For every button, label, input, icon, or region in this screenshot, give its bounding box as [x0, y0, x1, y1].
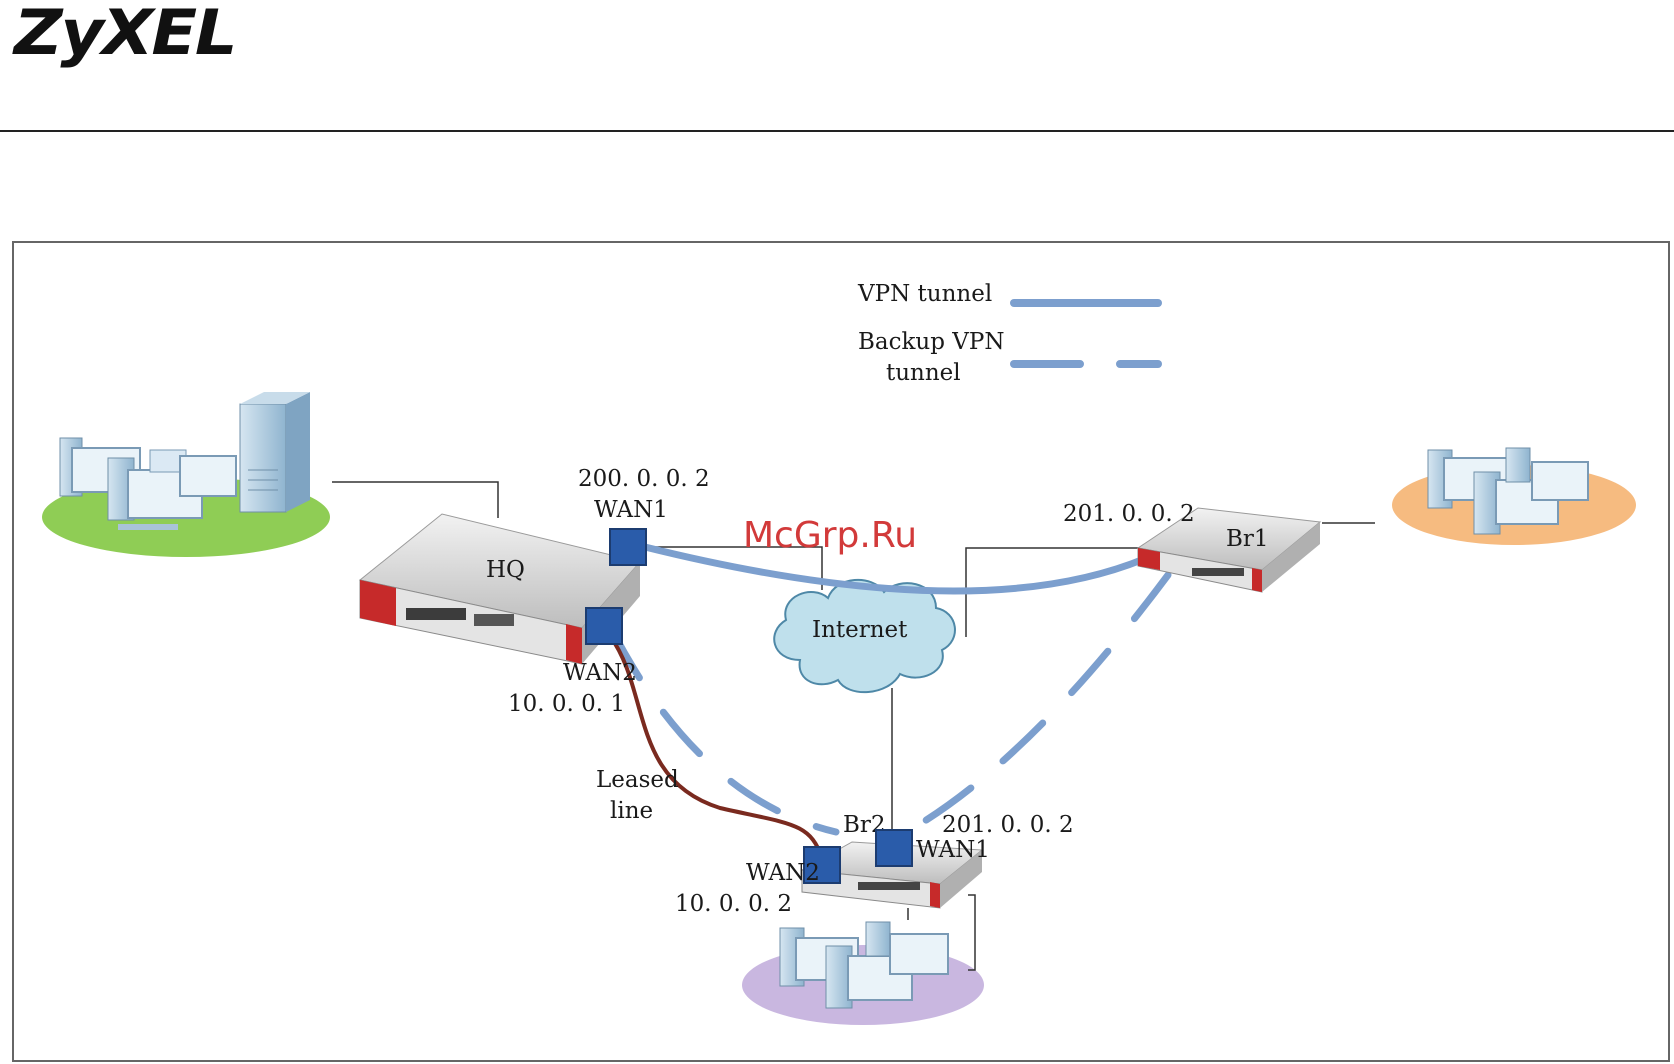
- hq-wan2-label: WAN2: [563, 660, 637, 686]
- hq-wan2-port: [586, 608, 622, 644]
- hq-wan1-label: WAN1: [594, 497, 668, 523]
- br2-wan2-ip-label: 10. 0. 0. 2: [675, 891, 792, 917]
- br2-wan1-label: WAN1: [916, 837, 990, 863]
- br1-label: Br1: [1226, 526, 1269, 552]
- legend: VPN tunnel Backup VPN tunnel: [857, 281, 1158, 386]
- internet-label: Internet: [812, 617, 908, 643]
- br1-ip-label: 201. 0. 0. 2: [1063, 501, 1195, 527]
- leased-line-cable: [610, 636, 822, 858]
- watermark: McGrp.Ru: [743, 515, 917, 556]
- hq-wan2-ip-label: 10. 0. 0. 1: [508, 691, 625, 717]
- legend-vpn-tunnel-label: VPN tunnel: [857, 281, 992, 307]
- br2-wan2-label: WAN2: [746, 860, 820, 886]
- hq-wan1-ip-label: 200. 0. 0. 2: [578, 466, 710, 492]
- leased-line-label-1: Leased: [596, 767, 679, 793]
- br2-wan1-ip-label: 201. 0. 0. 2: [942, 812, 1074, 838]
- legend-backup-label-line2: tunnel: [886, 360, 961, 386]
- hq-wan1-port: [610, 529, 646, 565]
- leased-line-label-2: line: [610, 798, 653, 824]
- hq-label: HQ: [486, 557, 525, 583]
- br2-wan1-port: [876, 830, 912, 866]
- legend-backup-label-line1: Backup VPN: [858, 329, 1005, 355]
